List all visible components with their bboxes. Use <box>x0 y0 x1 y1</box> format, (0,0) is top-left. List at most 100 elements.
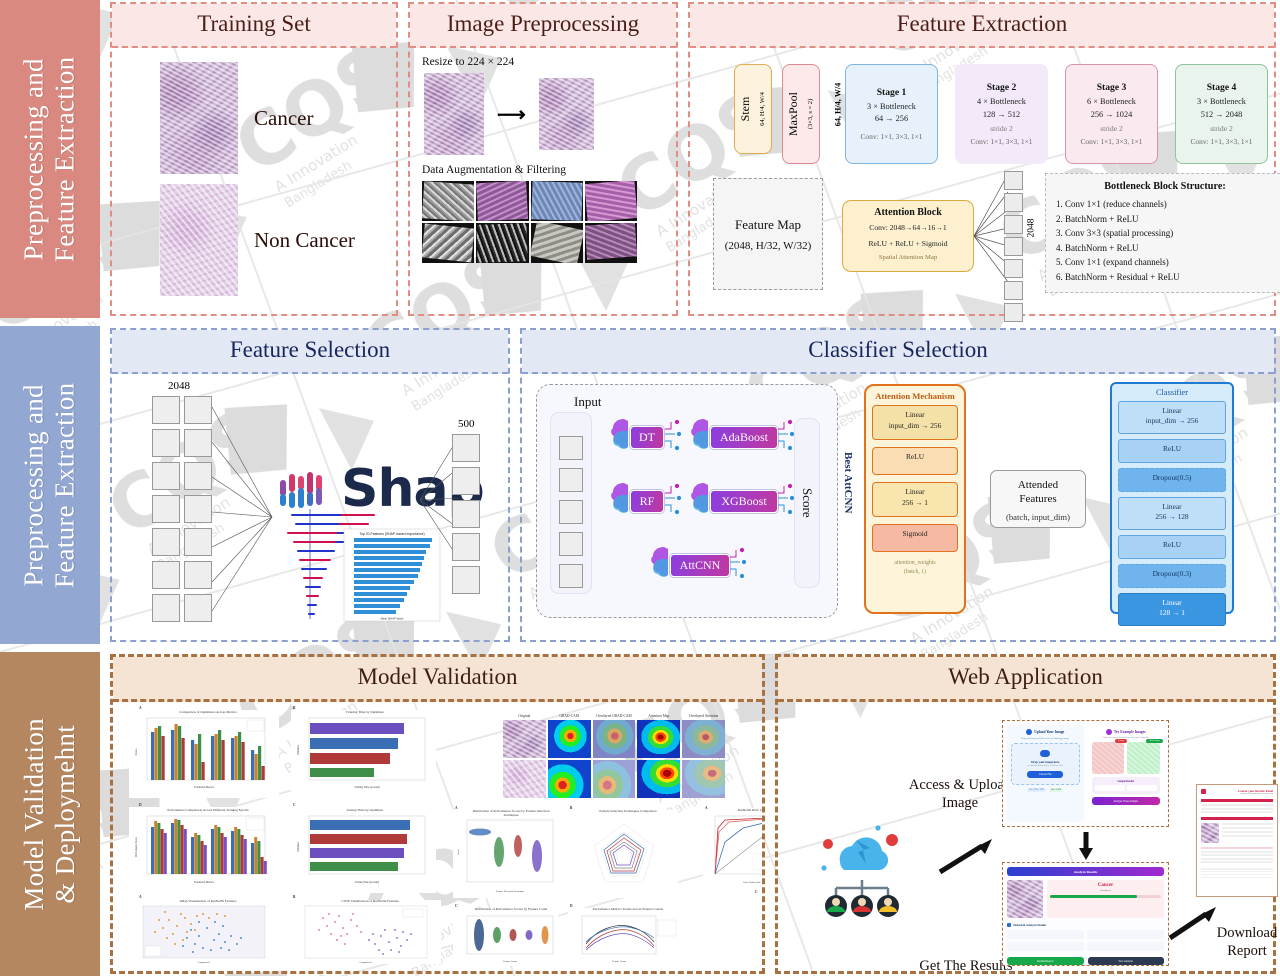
results-header: Analysis Results <box>1007 867 1164 876</box>
attn-footer-2: (batch, 1) <box>903 568 927 575</box>
stage-4-block: Stage 4 3 × Bottleneck 512 → 2048 stride… <box>1175 64 1268 164</box>
augmentation-label: Data Augmentation & Filtering <box>422 164 567 176</box>
classifier-adaboost[interactable]: AdaBoost <box>691 419 795 451</box>
input-node-column-2 <box>184 396 212 622</box>
svg-text:Evaluation Metrics: Evaluation Metrics <box>194 786 214 789</box>
classifier-attcnn[interactable]: AttCNN <box>651 547 747 579</box>
stage-1-dims: 64 → 256 <box>874 114 909 123</box>
report-section-bar <box>1201 799 1273 802</box>
sample-details-panel: Sample Details <box>1091 777 1160 794</box>
resize-arrow-icon: ⟶ <box>497 103 526 126</box>
stage-3-dims: 256 → 1024 <box>1090 109 1133 119</box>
roc-a-title: ResNet50 ROC Curve <box>737 808 762 812</box>
feature-vector-chips <box>1004 171 1023 322</box>
attn-layer-relu: ReLU <box>872 447 958 475</box>
maxpool-block: MaxPool (3×3, s = 2) <box>782 64 820 164</box>
cloud-upload-icon <box>1040 750 1051 757</box>
report-document[interactable]: Cancer your Results Panel Automated hist… <box>1196 784 1278 897</box>
chart-trend-title: Performance Metrics Trends Across Featur… <box>592 907 664 911</box>
bottleneck-item: 2. BatchNorm + ReLU <box>1056 213 1139 224</box>
bottleneck-title: Bottleneck Block Structure: <box>1104 181 1226 192</box>
vector-size-label: 2048 <box>1026 218 1037 238</box>
cam-attention-overlay <box>682 760 725 798</box>
stage-3-conv: Conv: 1×1, 3×3, 1×1 <box>1080 136 1143 146</box>
cam-attention-overlay <box>682 720 725 758</box>
brain-icon <box>611 419 628 449</box>
maxpool-sub: (3×3, s = 2) <box>807 98 815 130</box>
feature-map-title: Feature Map <box>734 216 802 232</box>
results-screen-mock[interactable]: Analysis Results Cancer Confidence Techn… <box>1002 862 1169 966</box>
panel-feature-selection: Feature Selection 2048 <box>110 328 510 642</box>
attention-block-caption: Spatial Attention Map <box>878 254 938 262</box>
brain-icon <box>651 547 668 577</box>
image-preprocessing-title: Image Preprocessing <box>410 4 676 48</box>
detail-row <box>1007 942 1084 951</box>
attention-block-title: Attention Block <box>874 207 942 218</box>
classifier-dt[interactable]: DT <box>611 419 682 451</box>
dropzone-sub: or click the button below to browse file… <box>1027 765 1063 767</box>
sample-details-title: Sample Details <box>1117 780 1135 783</box>
svg-text:Component 1: Component 1 <box>198 961 212 964</box>
detailed-report-button[interactable]: Detailed Report <box>1007 957 1084 965</box>
shap-mark-icon <box>280 472 322 508</box>
input-node-column-1 <box>152 396 180 622</box>
score-bar: Score <box>794 418 820 588</box>
classifier-adaboost-chip[interactable]: AdaBoost <box>710 426 778 449</box>
detail-row <box>1087 930 1164 939</box>
bottleneck-item: 4. BatchNorm + ReLU <box>1056 242 1139 253</box>
new-analysis-button[interactable]: New Analysis <box>1087 957 1164 965</box>
sample-non-cancer-badge: Non Cancer <box>1146 739 1163 743</box>
report-sub: Automated histopathology screening repor… <box>1240 793 1273 795</box>
upload-right-card[interactable]: Try Example Images Click any sample belo… <box>1087 725 1164 822</box>
verdict-card: Cancer Confidence <box>1047 880 1164 918</box>
input-feature-count: 2048 <box>168 380 190 392</box>
attn-footer-1: attention_weights <box>894 560 936 566</box>
report-notes <box>1201 868 1273 879</box>
gradcam-grid: Original GRAD-CAM Overlayed GRAD-CAM Att… <box>503 714 725 802</box>
sidebar-band1-line1: Preprocessing and <box>18 57 49 261</box>
classifier-xgboost-chip[interactable]: XGBoost <box>710 490 778 513</box>
stage-3-name: Stage 3 <box>1096 82 1127 94</box>
stem-sub: 64, H/4, W/4 <box>758 92 766 126</box>
sample-cancer[interactable]: Cancer <box>1091 739 1128 774</box>
report-thumbnail <box>1201 823 1219 843</box>
upload-left-title: Upload Your Image <box>1034 730 1065 734</box>
chart-radar-fs: B Feature Selection Techniques Compariso… <box>568 806 678 898</box>
model-validation-title: Model Validation <box>113 657 762 702</box>
input-stack-nodes <box>559 436 583 588</box>
brain-icon <box>691 483 708 513</box>
sidebar-band3-line1: Model Validation <box>18 717 49 911</box>
chart-tsne: B t-SNE Visualization of ResNet50 Featur… <box>291 895 441 964</box>
sparkle-icon <box>1105 729 1112 735</box>
classifier-xgboost[interactable]: XGBoost <box>691 483 795 515</box>
classifier-head-title: Classifier <box>1155 388 1189 397</box>
upload-left-card[interactable]: Upload Your Image Drag and drop or click… <box>1007 725 1084 822</box>
dropzone[interactable]: Drop your image here or click the button… <box>1011 743 1080 785</box>
detail-row <box>1007 930 1084 939</box>
details-title: Technical Analysis Details <box>1013 923 1047 927</box>
upload-screen-mock[interactable]: Upload Your Image Drag and drop or click… <box>1002 720 1169 827</box>
chart-a-title: Comparison of Optimizers Across Metrics <box>179 710 237 714</box>
chart-radar-title: Feature Selection Techniques Comparison <box>599 809 657 813</box>
analysis-icon <box>1007 923 1011 927</box>
maxpool-name: MaxPool <box>786 91 801 137</box>
analyze-button[interactable]: Analyze Tissue Sample <box>1091 797 1160 805</box>
chart-b-title: Training Time by Optimizer <box>345 710 385 714</box>
classifier-attcnn-chip[interactable]: AttCNN <box>670 554 730 577</box>
sample-non-cancer[interactable]: Non Cancer <box>1127 739 1163 774</box>
classifier-rf[interactable]: RF <box>611 483 682 515</box>
feature-selection-title: Feature Selection <box>112 330 508 374</box>
choose-file-button[interactable]: Choose File <box>1027 771 1064 778</box>
resize-output-image <box>538 78 594 150</box>
circuit-lines-icon <box>665 483 682 515</box>
output-node-column <box>452 434 480 594</box>
stage-1-blocks: 3 × Bottleneck <box>867 101 916 111</box>
dropzone-title: Drop your image here <box>1031 760 1060 764</box>
stage-2-dims: 128 → 512 <box>982 109 1021 119</box>
circuit-lines-icon <box>665 419 682 451</box>
